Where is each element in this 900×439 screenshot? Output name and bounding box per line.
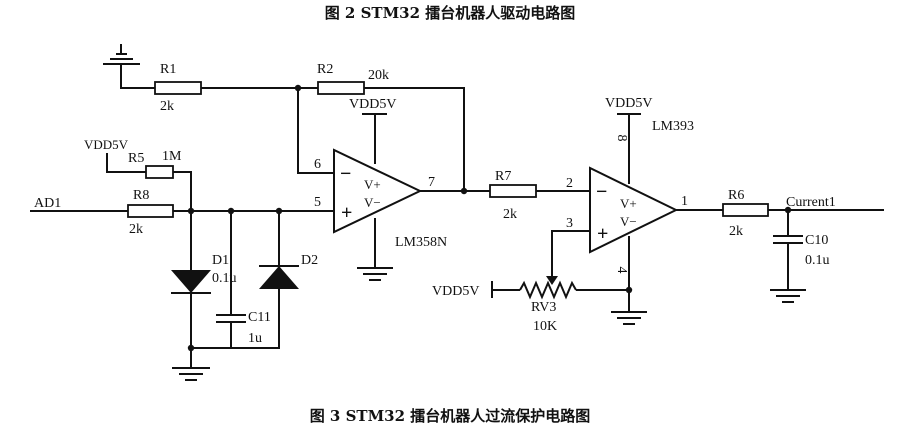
output-signal-label: Current1 <box>786 195 836 210</box>
vdd-label-r5: VDD5V <box>84 137 129 152</box>
opamp-lm358n <box>333 148 423 234</box>
c10-ref: C10 <box>805 233 828 248</box>
resistor-r1 <box>154 81 202 95</box>
wire-d2-bottom <box>191 289 280 349</box>
resistor-r7 <box>489 184 537 198</box>
u2-plus-sign: + <box>597 223 608 245</box>
r6-value: 2k <box>729 224 743 239</box>
u2-part-label: LM393 <box>652 119 694 134</box>
u1-plus-sign: + <box>341 202 352 224</box>
resistor-r5 <box>145 165 174 179</box>
u1-vminus-label: V− <box>364 195 381 210</box>
ground-symbol-r1 <box>103 44 140 65</box>
ground-symbol-op1 <box>357 267 393 281</box>
resistor-r6 <box>722 203 769 217</box>
rv3-ref: RV3 <box>531 300 556 315</box>
rv3-value: 10K <box>533 319 557 334</box>
d1-ref: D1 <box>212 253 229 268</box>
junction-op1-out <box>460 187 468 195</box>
c11-ref: C11 <box>248 310 271 325</box>
r6-ref: R6 <box>728 188 744 203</box>
vdd-label-op1: VDD5V <box>349 97 396 112</box>
d2-ref: D2 <box>301 253 318 268</box>
comparator-lm393 <box>589 166 679 254</box>
wire-feedback <box>364 87 465 193</box>
r1-value: 2k <box>160 99 174 114</box>
diode-d1 <box>171 270 211 293</box>
u2-pin-minus: 2 <box>566 176 573 191</box>
u1-minus-sign: − <box>340 163 351 185</box>
u1-vplus-label: V+ <box>364 177 381 192</box>
u2-vminus-label: V− <box>620 214 637 229</box>
r2-ref: R2 <box>317 62 333 77</box>
wire-to-pin6 <box>297 88 334 174</box>
r2-value: 20k <box>368 68 389 83</box>
diode-d2 <box>259 266 299 289</box>
r7-value: 2k <box>503 207 517 222</box>
u2-vplus-label: V+ <box>620 196 637 211</box>
r1-ref: R1 <box>160 62 176 77</box>
r5-ref: R5 <box>128 151 144 166</box>
u1-pin-plus: 5 <box>314 195 321 210</box>
vdd-label-rv3: VDD5V <box>432 284 479 299</box>
potentiometer-rv3 <box>519 280 577 300</box>
ground-symbol-comp <box>611 311 647 325</box>
u1-pin-minus: 6 <box>314 157 321 172</box>
d1-value: 0.1u <box>212 271 237 286</box>
ground-symbol-c10 <box>770 289 806 303</box>
u2-pin-out: 1 <box>681 194 688 209</box>
r7-ref: R7 <box>495 169 511 184</box>
wire-pin3-wiper <box>551 230 590 278</box>
u2-minus-sign: − <box>596 181 607 203</box>
resistor-r2 <box>317 81 365 95</box>
resistor-r8 <box>127 204 174 218</box>
ground-symbol-left <box>172 348 210 381</box>
vdd-label-comp: VDD5V <box>605 96 652 111</box>
wire-vdd-r5 <box>106 153 146 173</box>
u2-pin-vcc: 8 <box>614 135 629 142</box>
u2-pin-plus: 3 <box>566 216 573 231</box>
r8-ref: R8 <box>133 188 149 203</box>
wire-gnd-r1 <box>120 64 155 89</box>
r8-value: 2k <box>129 222 143 237</box>
input-signal-label: AD1 <box>34 196 61 211</box>
figure-caption-top: 图 2 STM32 擂台机器人驱动电路图 <box>324 4 576 22</box>
u2-pin-gnd: 4 <box>614 267 629 274</box>
rv3-wiper-arrow <box>546 276 558 285</box>
u1-part-label: LM358N <box>395 235 447 250</box>
r5-value: 1M <box>162 149 182 164</box>
u1-pin-out: 7 <box>428 175 435 190</box>
figure-caption-bottom: 图 3 STM32 擂台机器人过流保护电路图 <box>309 407 591 425</box>
wire-r5-node <box>173 171 192 211</box>
c10-value: 0.1u <box>805 253 830 268</box>
c11-value: 1u <box>248 331 262 346</box>
